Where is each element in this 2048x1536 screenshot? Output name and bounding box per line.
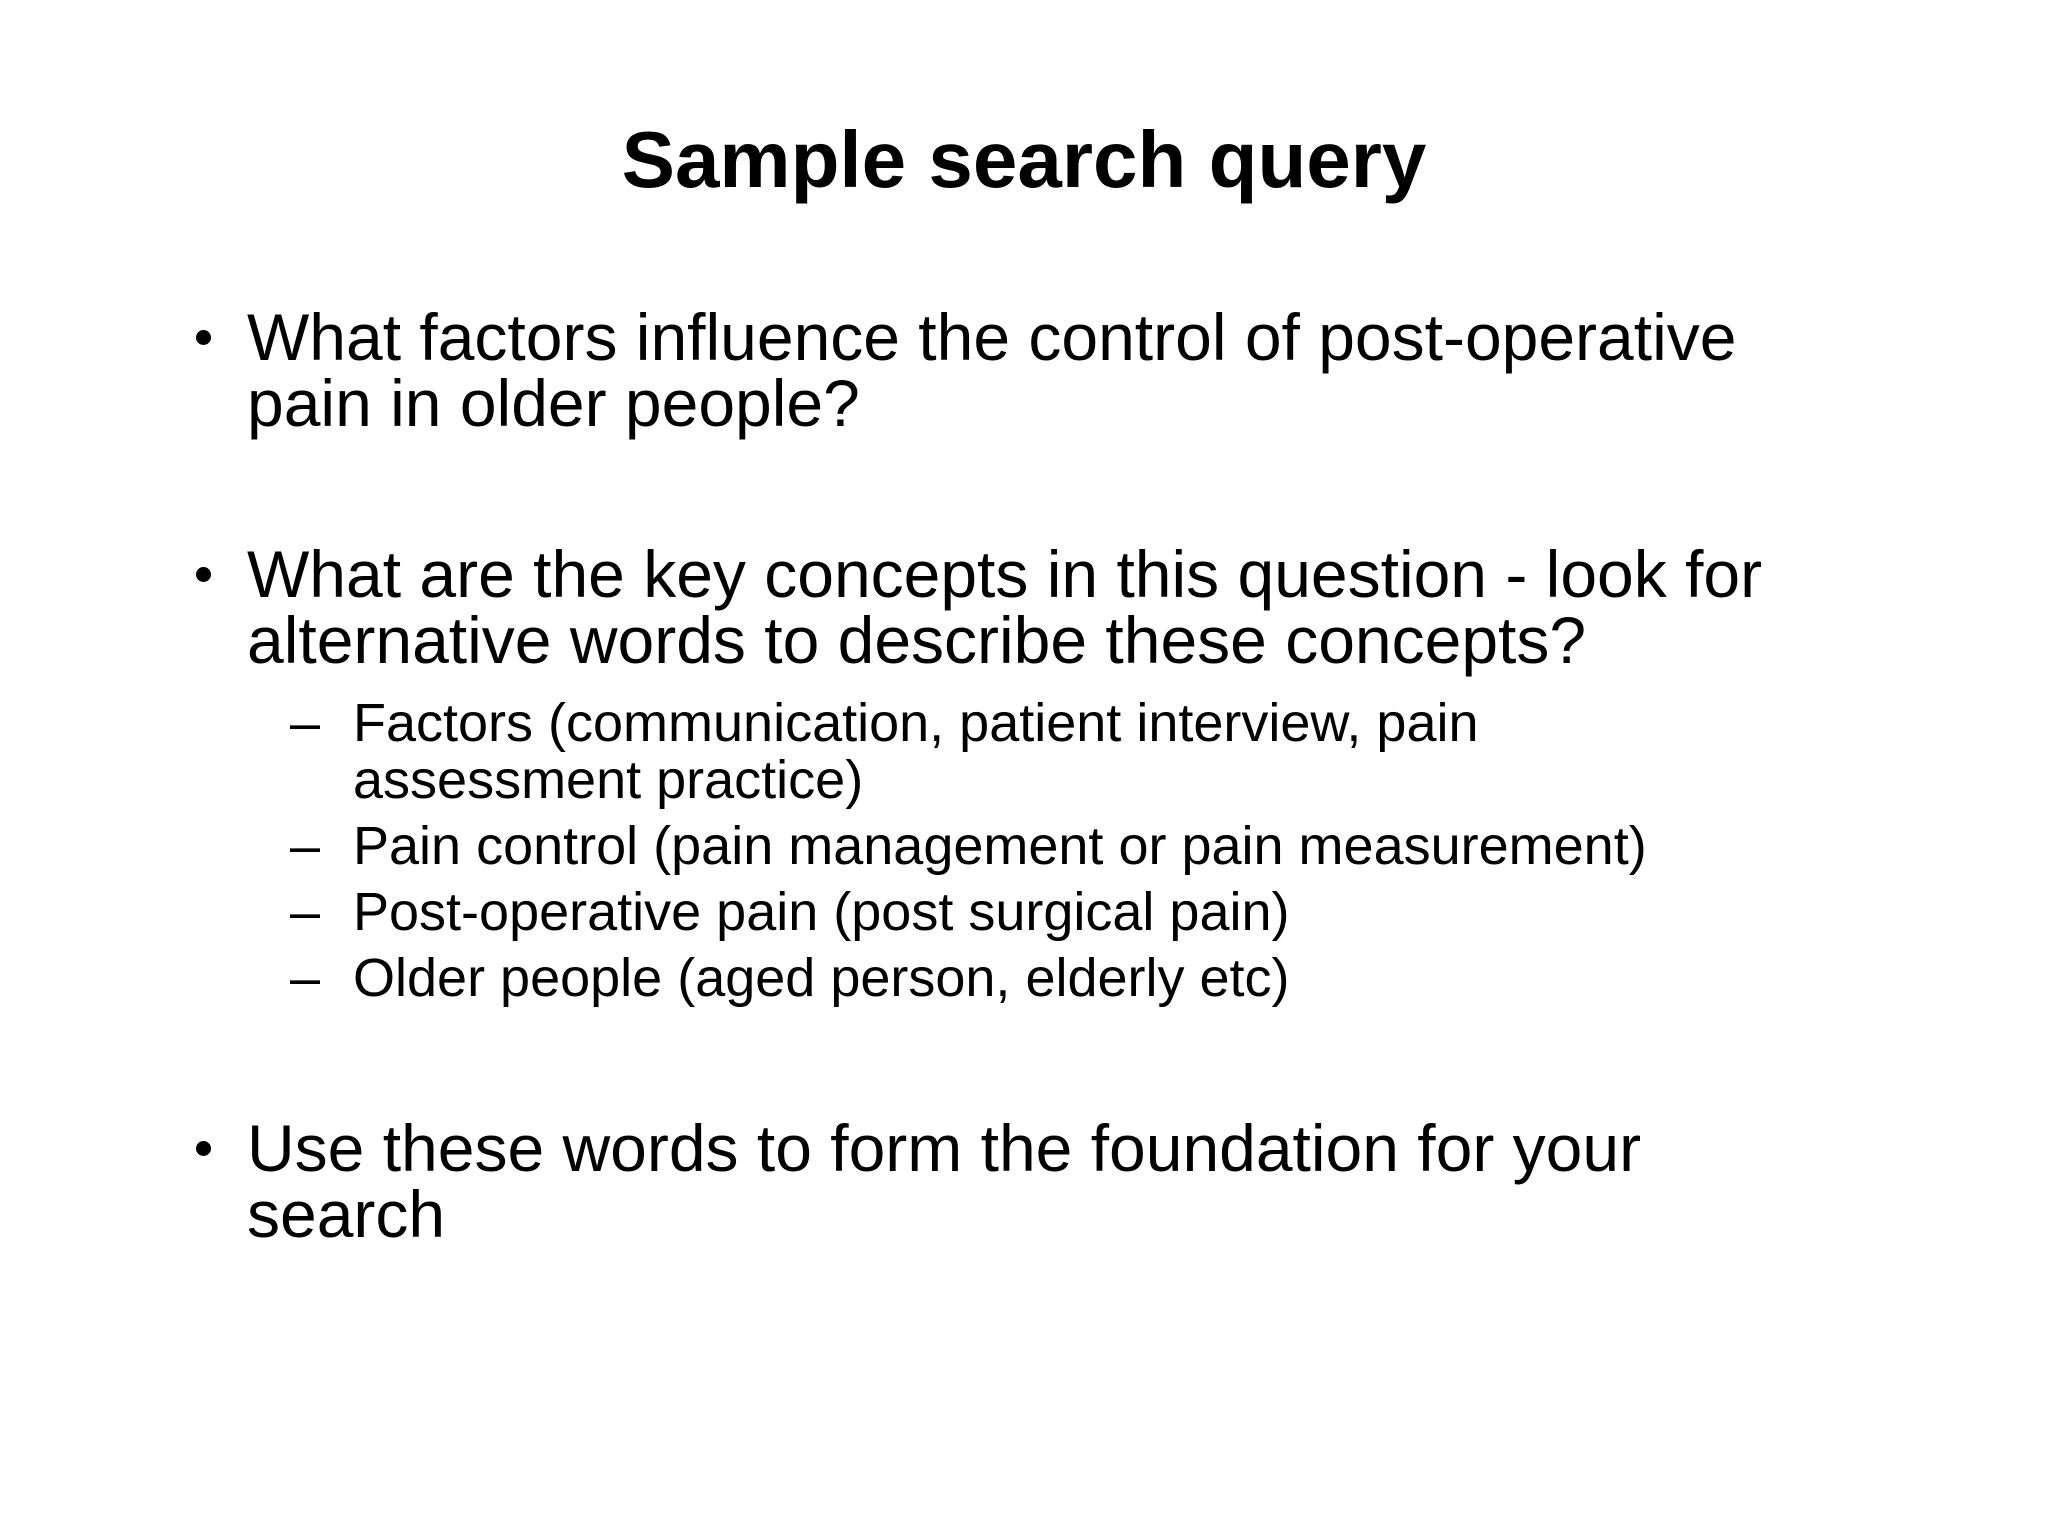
list-item: – Post-operative pain (post surgical pai… [290, 884, 2048, 941]
sub-bullet-text-post-operative: Post-operative pain (post surgical pain) [353, 882, 1290, 942]
list-item: What factors influence the control of po… [196, 304, 2048, 436]
sub-bullet-list: – Factors (communication, patient interv… [196, 695, 2048, 1007]
sub-bullet-text-factors: Factors (communication, patient intervie… [353, 693, 1479, 810]
bullet-list: What factors influence the control of po… [196, 304, 2048, 1247]
bullet-text-question: What factors influence the control of po… [247, 300, 1737, 440]
list-item: – Factors (communication, patient interv… [290, 695, 2048, 809]
list-item: What are the key concepts in this questi… [196, 541, 2048, 673]
bullet-dot-icon [196, 1115, 247, 1156]
slide-body: What factors influence the control of po… [196, 304, 2048, 1247]
bullet-text-foundation: Use these words to form the foundation f… [247, 1111, 1642, 1251]
dash-bullet-icon: – [290, 882, 321, 942]
bullet-dot-icon [196, 541, 247, 582]
dash-bullet-icon: – [290, 816, 321, 876]
bullet-dot-icon [196, 304, 247, 345]
list-item: Use these words to form the foundation f… [196, 1115, 2048, 1247]
sub-list-container: – Factors (communication, patient interv… [196, 695, 2048, 1007]
sub-bullet-text-pain-control: Pain control (pain management or pain me… [353, 816, 1647, 876]
bullet-text-key-concepts: What are the key concepts in this questi… [247, 537, 1763, 677]
dash-bullet-icon: – [290, 693, 321, 753]
slide-title: Sample search query [621, 115, 1427, 204]
list-item: – Older people (aged person, elderly etc… [290, 950, 2048, 1007]
list-item: – Pain control (pain management or pain … [290, 818, 2048, 875]
sub-bullet-text-older-people: Older people (aged person, elderly etc) [353, 948, 1290, 1008]
dash-bullet-icon: – [290, 948, 321, 1008]
